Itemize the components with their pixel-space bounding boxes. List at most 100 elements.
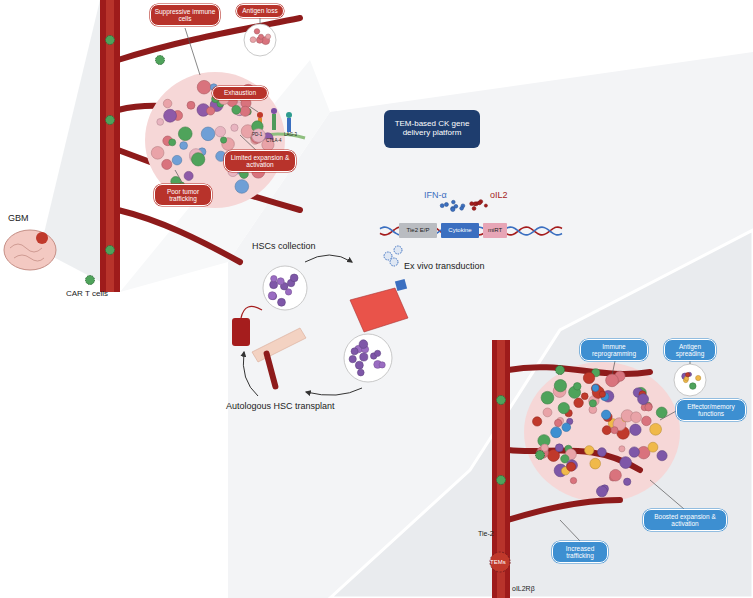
car-t-cell — [156, 56, 165, 65]
node-text: Effector/memory functions — [680, 403, 742, 417]
tumor-cell — [581, 393, 588, 400]
arm — [252, 328, 306, 362]
cycle-arrow — [243, 352, 258, 396]
tem-cell — [490, 552, 510, 572]
tumor-cell — [589, 400, 596, 407]
tumor-cell — [619, 446, 625, 452]
blood-vessel — [100, 0, 120, 292]
tumor-cell — [541, 444, 548, 451]
tumor-cell — [624, 478, 631, 485]
tumor-cell — [541, 391, 554, 404]
receptor — [287, 118, 291, 132]
stem-cell — [277, 278, 284, 285]
car-t-cell — [497, 476, 506, 485]
problem-pill: Poor tumor trafficking — [154, 184, 212, 206]
stem-cell — [271, 275, 277, 281]
tumor-cell — [206, 107, 214, 115]
tumor-cell — [197, 80, 211, 94]
dna-backdrop — [378, 221, 564, 241]
stem-cell — [360, 353, 368, 361]
tumor-cell — [606, 374, 619, 387]
tumor-cell — [252, 129, 266, 143]
tumor-cell — [620, 457, 632, 469]
antigen-group — [682, 372, 701, 389]
vessel-lumen — [106, 0, 114, 292]
car-t-cell — [106, 36, 115, 45]
outcome-pill: Immune reprogramming — [580, 339, 648, 361]
tumor-mass — [145, 72, 285, 208]
node-text: Boosted expansion & activation — [647, 513, 723, 527]
tumor-cell — [258, 34, 263, 39]
stem-cell — [285, 289, 291, 295]
tumor-cell — [590, 458, 601, 469]
tumor-cell — [562, 423, 571, 432]
tumor-cell — [558, 402, 569, 413]
tumor-cell — [220, 137, 226, 143]
bone — [263, 350, 279, 390]
blood-vessel-branch — [508, 367, 650, 520]
antigen-loss-inset — [244, 24, 276, 56]
node-text: Increased trafficking — [556, 545, 604, 559]
outcome-pill: Increased trafficking — [552, 541, 608, 563]
stem-cell — [351, 348, 358, 355]
tumor-spot — [36, 232, 48, 244]
tumor-cell — [601, 410, 610, 419]
tumor-cell — [574, 398, 583, 407]
tumor-cell — [573, 383, 581, 391]
ligand — [286, 112, 292, 118]
cycle-arrow — [305, 255, 352, 262]
label-text: CAR T cells — [66, 290, 108, 298]
cytokine-dot — [460, 206, 464, 210]
tumor-cell — [592, 385, 599, 392]
tumor-cell — [162, 159, 172, 169]
tumor-cell — [172, 155, 182, 165]
label-text: Ex vivo transduction — [404, 262, 485, 271]
tumor-cell — [602, 426, 611, 435]
car-t-cell — [556, 366, 565, 375]
blood-vessel-branch — [118, 18, 300, 262]
cytokine-dot — [472, 207, 476, 211]
cell-layer — [86, 29, 701, 497]
tumor-cell — [648, 442, 658, 452]
tumor-cell — [215, 126, 225, 136]
stem-cell — [349, 355, 356, 362]
tumor-cell-group — [250, 29, 270, 45]
tumor-cell — [650, 423, 662, 435]
cytokine-dot — [484, 204, 487, 207]
tumor-cell — [235, 180, 249, 194]
construct-element: miRT — [483, 223, 507, 238]
problem-pill: Exhaustion — [212, 86, 268, 100]
culture-flask — [350, 288, 408, 332]
cytokine-dot — [478, 201, 482, 205]
tumor-cell — [201, 127, 215, 141]
cell-inset — [344, 334, 392, 382]
node-text: Immune reprogramming — [584, 343, 644, 357]
virus — [390, 258, 398, 266]
problem-pill: Antigen loss — [236, 4, 284, 18]
flask-cap — [395, 279, 407, 291]
problem-pill: Limited expansion & activation — [224, 150, 296, 172]
antigen — [686, 373, 690, 377]
label-text: PD-1 — [252, 133, 262, 138]
stem-cell — [355, 361, 363, 369]
node-text: Exhaustion — [224, 89, 256, 96]
tumor-cell — [611, 427, 618, 434]
tumor-cell — [629, 447, 639, 457]
node-text: TEM-based CK gene delivery platform — [390, 120, 474, 138]
label-text: IFN-α — [424, 191, 447, 200]
receptor — [272, 114, 276, 130]
tumor-cell — [169, 139, 176, 146]
ligand — [257, 112, 263, 118]
cycle-arrow — [306, 388, 362, 395]
tumor-cell — [184, 171, 193, 180]
label-text: oIL2 — [490, 191, 508, 200]
tumor-cell — [657, 451, 667, 461]
outcome-pill: Effector/memory functions — [676, 399, 746, 421]
label-text: TEMs — [490, 559, 506, 565]
tumor-cell — [164, 109, 177, 122]
tumor-cell — [192, 153, 205, 166]
tumor-cell — [543, 408, 552, 417]
antigen-spreading-inset — [674, 364, 706, 396]
